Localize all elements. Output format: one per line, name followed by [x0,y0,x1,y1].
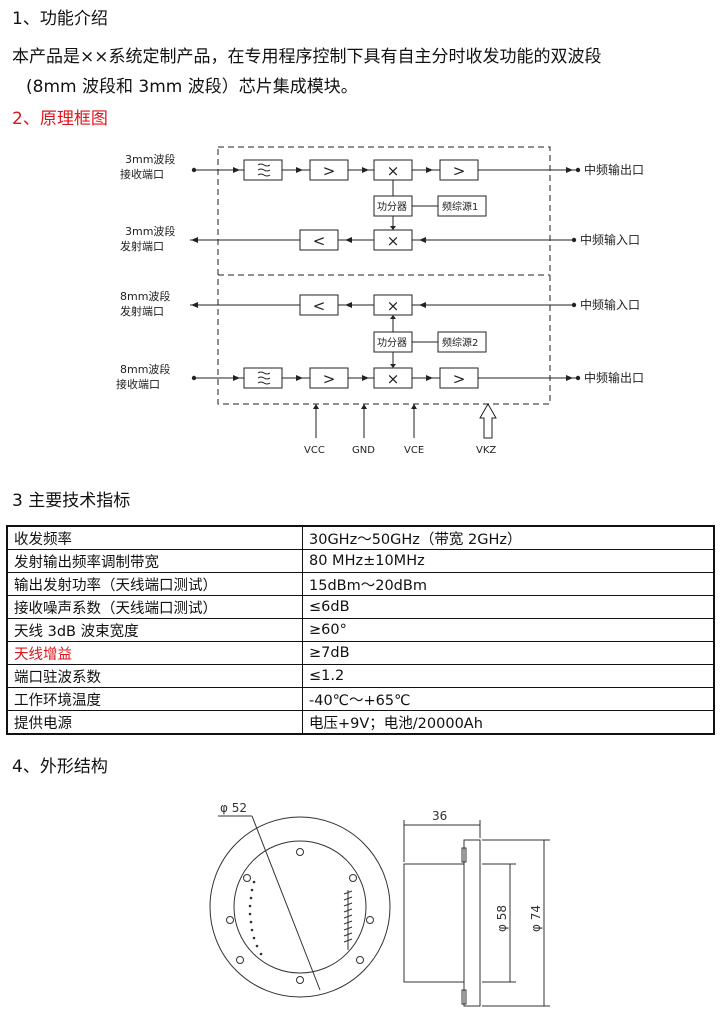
label-8mm-rx-1: 8mm波段 [120,362,170,376]
spec-value: 电压+9V；电池/20000Ah [302,710,715,735]
label-8mm-tx-2: 发射端口 [120,304,164,318]
spec-value: -40℃～+65℃ [302,687,715,711]
dim-phi74: φ 74 [529,905,543,932]
spec-key: 天线增益 [6,641,303,665]
spec-key: 输出发射功率（天线端口测试） [6,572,303,596]
label-if-in-2: 中频输入口 [580,297,640,312]
amp-symbol: < [313,232,326,250]
amp-symbol: < [313,297,326,315]
amp-symbol: > [323,370,336,388]
label-pin-vce: VCE [404,445,424,456]
spec-row: 输出发射功率（天线端口测试）15dBm～20dBm [6,572,715,596]
dim-36: 36 [432,809,447,823]
spec-value: 15dBm～20dBm [302,572,715,596]
mixer-symbol: × [387,162,400,180]
amp-3mm-rx-block [309,159,349,181]
amp-8mm-rx-block [309,367,349,389]
amp-symbol: > [323,162,336,180]
label-pin-vcc: VCC [304,445,325,456]
label-3mm-rx-2: 接收端口 [120,167,164,181]
spec-key: 天线 3dB 波束宽度 [6,618,303,642]
spec-value: 30GHz～50GHz（带宽 2GHz） [302,525,715,550]
filter-icon [257,163,271,177]
mixer-symbol: × [387,297,400,315]
spec-row: 接收噪声系数（天线端口测试）≤6dB [6,595,715,619]
label-pin-gnd: GND [352,445,375,456]
side-flange [463,839,481,1007]
label-splitter-1: 功分器 [377,201,407,213]
section-2-title: 2、原理框图 [12,109,108,129]
label-if-out-2: 中频输出口 [584,370,644,385]
amp-symbol: > [453,370,466,388]
pa-8mm-block [299,294,339,316]
label-pin-vkz: VKZ [476,445,496,456]
spec-key: 发射输出频率调制带宽 [6,549,303,573]
lna-8mm-block [243,367,283,389]
spec-key: 提供电源 [6,710,303,735]
if-amp-8mm-block [439,367,479,389]
lna-3mm-block [243,159,283,181]
label-splitter-2: 功分器 [377,337,407,349]
spec-value: ≤1.2 [302,664,715,688]
section-1-para-line-2: (8mm 波段和 3mm 波段）芯片集成模块。 [26,77,358,97]
label-8mm-tx-1: 8mm波段 [120,289,170,303]
label-8mm-rx-2: 接收端口 [116,377,160,391]
side-body [403,863,465,983]
spec-row: 端口驻波系数≤1.2 [6,664,715,688]
label-3mm-tx-2: 发射端口 [120,239,164,253]
section-3-title: 3 主要技术指标 [12,491,131,511]
amp-symbol: > [453,162,466,180]
spec-key: 工作环境温度 [6,687,303,711]
flange-inner [233,840,367,974]
spec-value: ≥7dB [302,641,715,665]
section-1-title: 1、功能介绍 [12,9,108,29]
dim-phi58: φ 58 [495,905,509,932]
section-4-title: 4、外形结构 [12,757,108,777]
spec-value: 80 MHz±10MHz [302,549,715,573]
spec-value: ≤6dB [302,595,715,619]
if-amp-3mm-block [439,159,479,181]
label-3mm-rx-1: 3mm波段 [125,152,175,166]
filter-icon [257,371,271,385]
flange-outer [209,816,391,998]
section-1-para-line-1: 本产品是××系统定制产品，在专用程序控制下具有自主分时收发功能的双波段 [12,47,602,67]
vkz-arrow-icon [479,402,497,439]
spec-key: 收发频率 [6,525,303,550]
spec-row: 天线 3dB 波束宽度≥60° [6,618,715,642]
label-if-in-1: 中频输入口 [580,232,640,247]
spec-row: 天线增益≥7dB [6,641,715,665]
spec-key: 端口驻波系数 [6,664,303,688]
spec-value: ≥60° [302,618,715,642]
label-synth-2: 频综源2 [442,336,478,349]
pa-3mm-block [299,229,339,251]
spec-key: 接收噪声系数（天线端口测试） [6,595,303,619]
spec-row: 提供电源电压+9V；电池/20000Ah [6,710,715,735]
label-synth-1: 频综源1 [442,200,478,213]
spec-row: 工作环境温度-40℃～+65℃ [6,687,715,711]
mixer-symbol: × [387,370,400,388]
block-diagram: > × > < × < × > × > 3mm波段 接收端口 3mm波段 发射端… [116,146,644,456]
label-if-out-1: 中频输出口 [584,162,644,177]
dim-phi52: φ 52 [220,801,247,815]
mixer-symbol: × [387,232,400,250]
outline-drawing: φ 52 36 φ 58 φ 74 [209,801,550,1007]
label-3mm-tx-1: 3mm波段 [125,224,175,238]
